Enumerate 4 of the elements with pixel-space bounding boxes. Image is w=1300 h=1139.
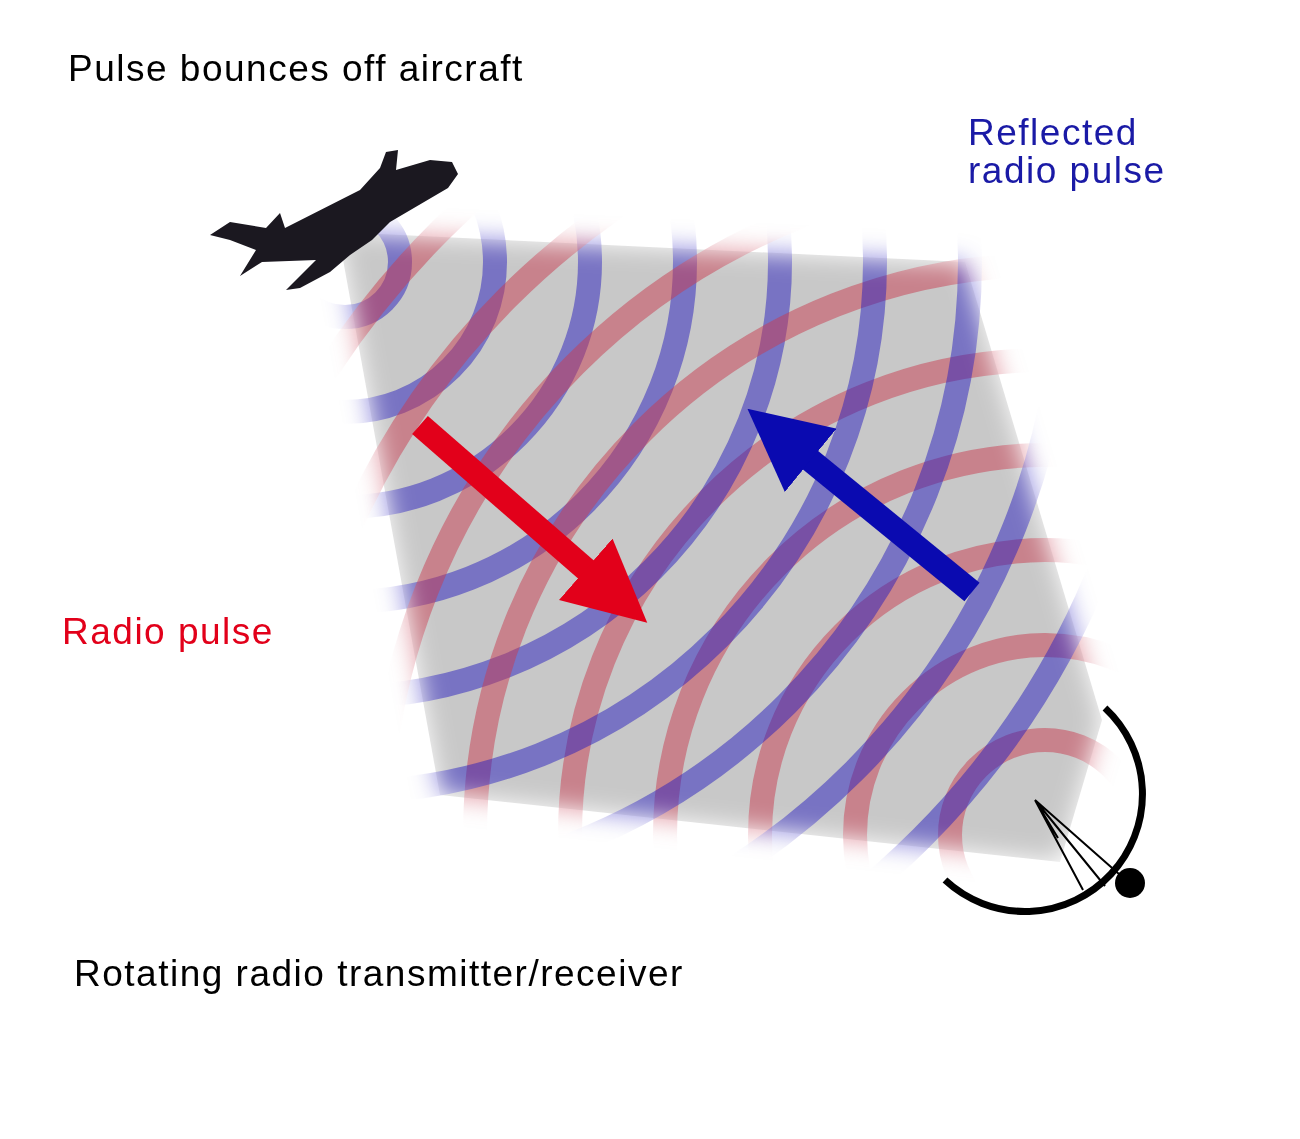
wave-label: Reflected radio pulse bbox=[968, 114, 1167, 190]
device-label: Rotating radio transmitter/receiver bbox=[74, 955, 685, 993]
wave-label: Radio pulse bbox=[62, 613, 275, 651]
title-text: Pulse bounces off aircraft bbox=[68, 50, 525, 88]
